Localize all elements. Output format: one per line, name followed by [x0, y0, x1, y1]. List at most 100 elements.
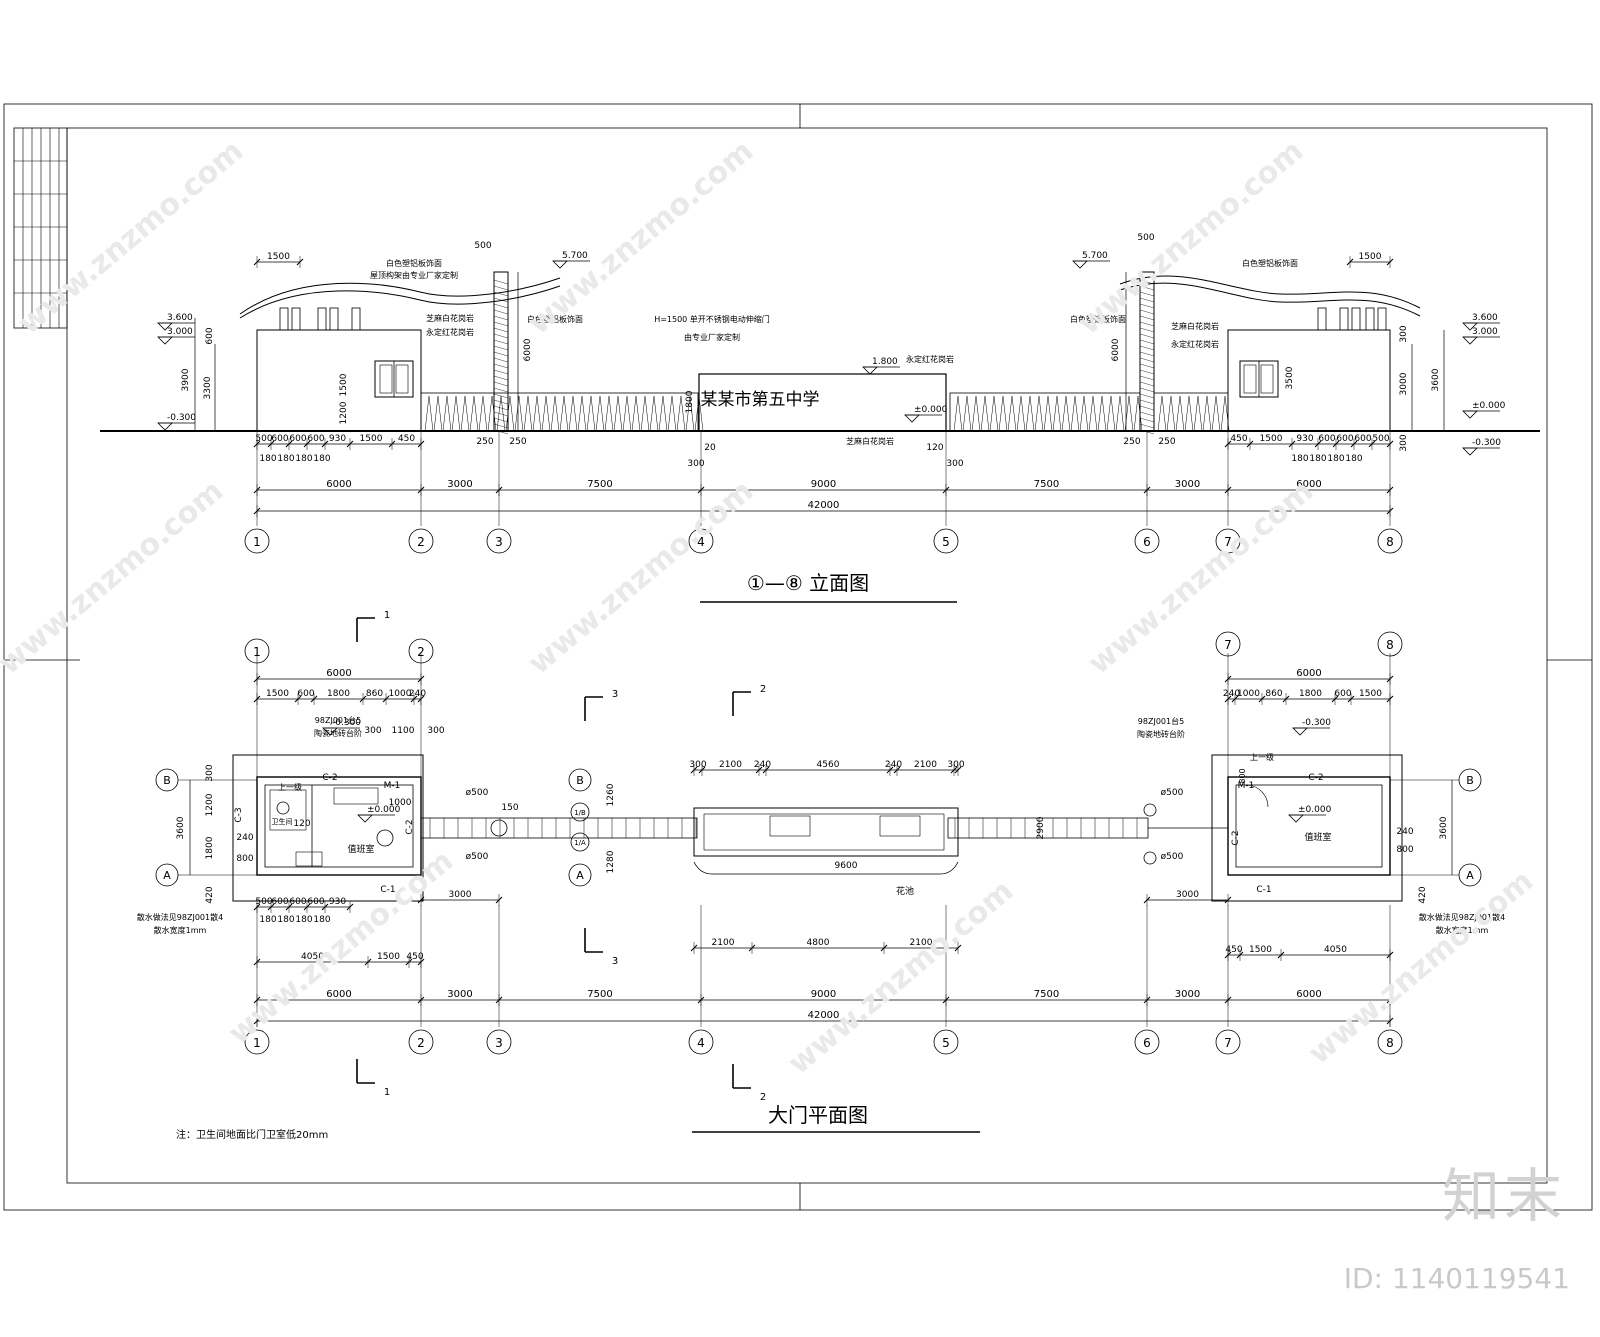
roof-post	[279, 307, 289, 331]
level-marker	[862, 366, 878, 375]
axis-bubble	[568, 863, 592, 887]
right-house-inner	[1235, 784, 1383, 868]
dimension-text: 180	[1327, 454, 1344, 464]
dimension-text: 180	[295, 915, 312, 925]
fence-bar	[640, 395, 650, 432]
dimension-text: 4560	[817, 760, 840, 770]
window-label: C-2	[405, 819, 415, 834]
dimension-text: 240	[236, 833, 253, 843]
fence-bar	[514, 395, 524, 432]
note-text: 98ZJ001台5	[315, 715, 361, 725]
level-text: 3.600	[1472, 313, 1498, 323]
dimension-text: 450	[1230, 434, 1247, 444]
dimension-text: 300	[689, 760, 706, 770]
brand-logo: 知末	[1441, 1162, 1566, 1230]
fence-bar	[1088, 395, 1098, 432]
dimension-text: 930	[329, 434, 346, 444]
right-house-wall	[1227, 776, 1391, 876]
note-text: 陶瓷地砖台阶	[314, 728, 362, 738]
pillar-hatch	[1139, 339, 1155, 345]
fence-bar	[532, 395, 542, 432]
plan-title: 大门平面图	[768, 1103, 868, 1127]
pillar-hatch	[493, 387, 509, 393]
note-text: 永定红花岗岩	[906, 354, 954, 364]
dimension-text: 6000	[1296, 989, 1321, 1000]
axis-bubble	[688, 1029, 714, 1055]
dimension-text: 600	[1318, 434, 1335, 444]
note-text: 陶瓷地砖台阶	[1137, 729, 1185, 739]
axis-bubble	[1215, 1029, 1241, 1055]
window-pane	[1260, 364, 1274, 394]
dimension-text: 500	[474, 241, 491, 251]
dimension-text: 4050	[1324, 945, 1347, 955]
roof-post	[1365, 307, 1375, 331]
axis-number: 8	[1386, 638, 1394, 652]
roof-post	[351, 307, 361, 331]
pillar-hatch	[1139, 321, 1155, 327]
fence-bar	[550, 395, 560, 432]
dimension-text: 300	[205, 764, 215, 781]
axis-number: 4	[697, 1036, 705, 1050]
pillar-hatch	[493, 279, 509, 285]
dimension-text: 1500	[267, 252, 290, 262]
roof-post	[317, 307, 327, 331]
fence-bar	[424, 395, 434, 432]
left-gate-rail	[420, 817, 698, 839]
axis-bubble	[244, 528, 270, 554]
fence-bar	[577, 395, 587, 432]
roof-wave-left	[239, 285, 561, 319]
level-text: ±0.000	[367, 805, 401, 815]
axis-bubble	[1377, 528, 1403, 554]
axis-letter: B	[576, 774, 584, 787]
pillar-hatch	[1139, 369, 1155, 375]
level-text: 5.700	[562, 251, 588, 261]
fence-bar	[460, 395, 470, 432]
level-text: 5.700	[1082, 251, 1108, 261]
level-text: ±0.000	[1472, 401, 1506, 411]
roof-post	[1377, 307, 1387, 331]
fence-bar	[1115, 395, 1125, 432]
level-marker	[357, 814, 373, 823]
flower-bed-inner	[703, 813, 945, 851]
pillar-hatch	[1139, 291, 1155, 297]
fence-bar	[1097, 395, 1107, 432]
fence-bar	[478, 395, 488, 432]
fence-bar	[1016, 395, 1026, 432]
dimension-text: 250	[509, 437, 526, 447]
dimension-text: 180	[1291, 454, 1308, 464]
axis-number: 8	[1386, 1036, 1394, 1050]
pillar-hatch	[493, 423, 509, 429]
fence-bar	[1157, 395, 1167, 432]
level-marker	[1462, 336, 1478, 345]
dimension-text: 4800	[807, 938, 830, 948]
level-text: ±0.000	[1298, 805, 1332, 815]
dimension-text: 1100	[392, 726, 415, 736]
column-circle	[490, 819, 508, 837]
fence-bar	[559, 395, 569, 432]
fence-bar	[1133, 395, 1143, 432]
fence-bar	[1166, 395, 1176, 432]
right-gate-rail	[947, 817, 1149, 839]
dimension-text: 6000	[326, 668, 351, 679]
title-strip	[13, 127, 68, 329]
dimension-text: 1800	[685, 390, 695, 413]
plan-note: 注：卫生间地面比门卫室低20mm	[176, 1128, 328, 1141]
axis-bubble	[570, 802, 590, 822]
dimension-text: 3600	[1431, 368, 1441, 391]
pillar-hatch	[1139, 375, 1155, 381]
axis-number: 2	[417, 535, 425, 549]
roof-post	[1351, 307, 1361, 331]
pillar-hatch	[1139, 387, 1155, 393]
level-text: 3.600	[167, 313, 193, 323]
axis-bubble	[1377, 1029, 1403, 1055]
level-marker	[1462, 410, 1478, 419]
section-number: 2	[760, 1092, 766, 1103]
dimension-text: 3000	[1176, 890, 1199, 900]
dimension-text: 800	[1238, 768, 1247, 783]
window-label: C-2	[322, 773, 337, 783]
dimension-text: 500	[1372, 434, 1389, 444]
section-number: 3	[612, 956, 618, 967]
dimension-text: ø500	[1161, 852, 1184, 862]
level-marker	[1462, 447, 1478, 456]
